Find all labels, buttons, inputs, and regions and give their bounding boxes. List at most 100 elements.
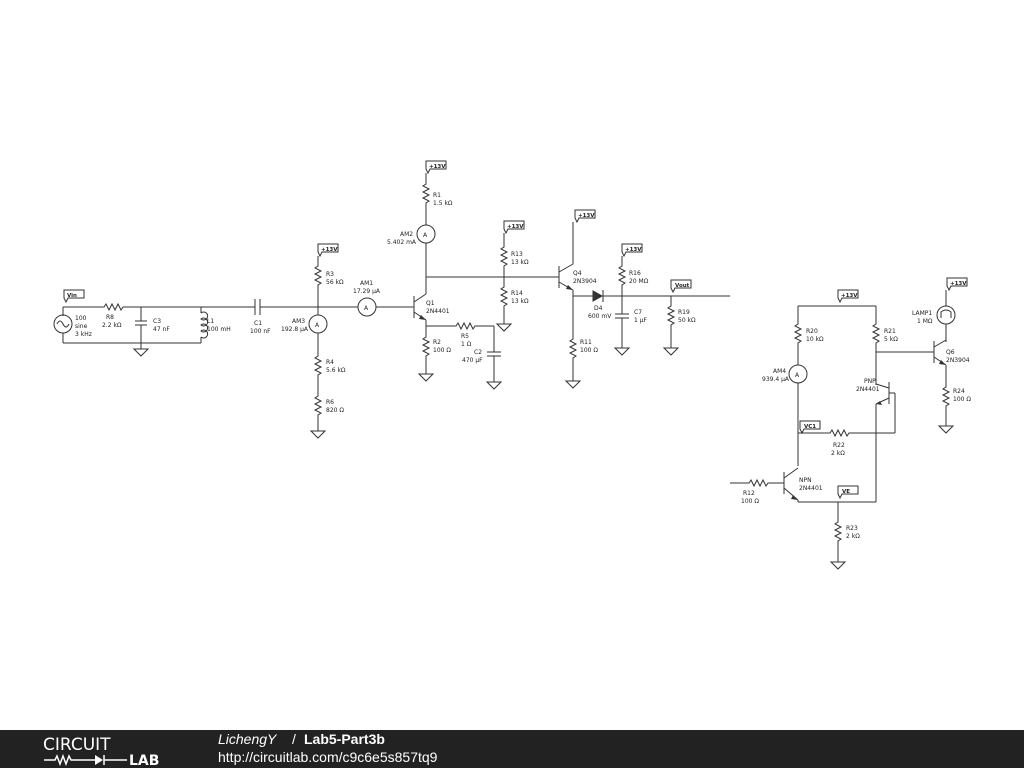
circuitlab-logo[interactable]: CIRCUIT LAB bbox=[43, 734, 173, 766]
capacitor-c2 bbox=[487, 326, 501, 376]
r22-value: 2 kΩ bbox=[831, 450, 845, 457]
r20-value: 10 kΩ bbox=[806, 336, 824, 343]
resistor-r24 bbox=[942, 382, 950, 411]
c3-name: C3 bbox=[153, 318, 161, 325]
r16-value: 20 MΩ bbox=[629, 278, 649, 285]
r24-value: 100 Ω bbox=[953, 396, 971, 403]
q4-model: 2N3904 bbox=[573, 278, 597, 285]
am2-name: AM2 bbox=[400, 231, 413, 238]
ground-symbol bbox=[310, 424, 326, 439]
ammeter-am4: A bbox=[788, 364, 808, 384]
c2-name: C2 bbox=[474, 349, 482, 356]
pnp-model: 2N4401 bbox=[856, 386, 880, 393]
supply-tag-right: +13V bbox=[837, 289, 859, 303]
vout-tag: Vout bbox=[670, 279, 692, 293]
ground-symbol bbox=[565, 374, 581, 389]
r14-name: R14 bbox=[511, 290, 523, 297]
vc1-tag-label: VC1 bbox=[804, 424, 816, 430]
r13-name: R13 bbox=[511, 251, 523, 258]
svg-text:A: A bbox=[423, 232, 428, 239]
am3-name: AM3 bbox=[292, 318, 305, 325]
ground-symbol bbox=[496, 317, 512, 332]
r1-value: 1.5 kΩ bbox=[433, 200, 453, 207]
q6-name: Q6 bbox=[946, 349, 955, 356]
r11-name: R11 bbox=[580, 339, 592, 346]
transistor-npn bbox=[783, 467, 799, 501]
supply-tag-q4: +13V bbox=[574, 209, 596, 223]
transistor-q6 bbox=[933, 339, 947, 366]
r16-name: R16 bbox=[629, 270, 641, 277]
resistor-r21 bbox=[872, 319, 880, 348]
l1-value: 100 mH bbox=[207, 326, 231, 333]
svg-text:+13V: +13V bbox=[950, 281, 967, 287]
ammeter-am1: A bbox=[357, 297, 377, 317]
source-amplitude: 100 bbox=[75, 315, 87, 322]
r21-name: R21 bbox=[884, 328, 896, 335]
resistor-r12 bbox=[744, 479, 773, 487]
ground-symbol bbox=[614, 341, 630, 356]
resistor-r14 bbox=[500, 282, 508, 311]
r20-name: R20 bbox=[806, 328, 818, 335]
c3-value: 47 nF bbox=[153, 326, 170, 333]
author-link[interactable]: LichengY bbox=[218, 731, 277, 747]
ground-symbol bbox=[938, 419, 954, 434]
supply-tag-r13: +13V bbox=[503, 220, 525, 234]
footer-bar bbox=[0, 730, 1024, 768]
resistor-r3 bbox=[314, 261, 322, 290]
r19-name: R19 bbox=[678, 309, 690, 316]
source-frequency: 3 kHz bbox=[75, 331, 92, 338]
svg-text:A: A bbox=[364, 305, 369, 312]
lamp1-value: 1 MΩ bbox=[917, 318, 933, 325]
r24-name: R24 bbox=[953, 388, 965, 395]
resistor-r8 bbox=[99, 303, 128, 311]
r11-value: 100 Ω bbox=[580, 347, 598, 354]
q4-name: Q4 bbox=[573, 270, 582, 277]
ve-tag-label: VE bbox=[842, 489, 850, 495]
vin-tag-label: Vin bbox=[67, 293, 77, 299]
q1-model: 2N4401 bbox=[426, 308, 450, 315]
title-separator: / bbox=[292, 731, 296, 747]
r3-name: R3 bbox=[326, 271, 334, 278]
r5-value: 1 Ω bbox=[461, 341, 472, 348]
q6-model: 2N3904 bbox=[946, 357, 970, 364]
source-type: sine bbox=[75, 323, 88, 330]
r6-name: R6 bbox=[326, 399, 334, 406]
supply-tag-r1: +13V bbox=[425, 160, 447, 174]
svg-text:+13V: +13V bbox=[625, 247, 642, 253]
r8-value: 2.2 kΩ bbox=[102, 322, 122, 329]
transistor-pnp bbox=[875, 382, 896, 433]
inductor-l1 bbox=[200, 307, 209, 343]
circuit-url-link[interactable]: http://circuitlab.com/c9c6e5s857tq9 bbox=[218, 749, 438, 765]
capacitor-c1 bbox=[254, 299, 261, 315]
resistor-r1 bbox=[422, 179, 430, 208]
r5-name: R5 bbox=[461, 333, 469, 340]
svg-text:+13V: +13V bbox=[429, 164, 446, 170]
r22-name: R22 bbox=[833, 442, 845, 449]
d4-name: D4 bbox=[594, 305, 603, 312]
resistor-r22 bbox=[825, 429, 854, 437]
vout-tag-label: Vout bbox=[675, 283, 690, 289]
svg-text:CIRCUIT: CIRCUIT bbox=[43, 735, 111, 755]
diode-d4 bbox=[592, 290, 604, 302]
npn-model: 2N4401 bbox=[799, 485, 823, 492]
svg-text:A: A bbox=[315, 322, 320, 329]
vc1-tag: VC1 bbox=[799, 420, 821, 434]
circuit-title[interactable]: Lab5-Part3b bbox=[304, 731, 385, 747]
vin-source: 100 sine 3 kHz bbox=[53, 307, 92, 343]
lamp1-name: LAMP1 bbox=[912, 310, 932, 317]
schematic-canvas: 100 sine 3 kHz Vin R8 2.2 kΩ C3 47 nF L1… bbox=[53, 160, 971, 570]
am4-value: 939.4 µA bbox=[762, 376, 790, 383]
capacitor-c7 bbox=[615, 313, 629, 342]
r3-value: 56 kΩ bbox=[326, 279, 344, 286]
ground-symbol bbox=[418, 367, 434, 382]
c1-value: 100 nF bbox=[250, 328, 271, 335]
svg-text:A: A bbox=[795, 372, 800, 379]
resistor-r11 bbox=[569, 334, 577, 363]
am4-name: AM4 bbox=[773, 368, 786, 375]
svg-text:+13V: +13V bbox=[321, 247, 338, 253]
ammeter-am3: A bbox=[308, 314, 328, 334]
r4-name: R4 bbox=[326, 359, 334, 366]
r2-name: R2 bbox=[433, 339, 441, 346]
r21-value: 5 kΩ bbox=[884, 336, 898, 343]
lamp-lamp1 bbox=[936, 305, 956, 325]
